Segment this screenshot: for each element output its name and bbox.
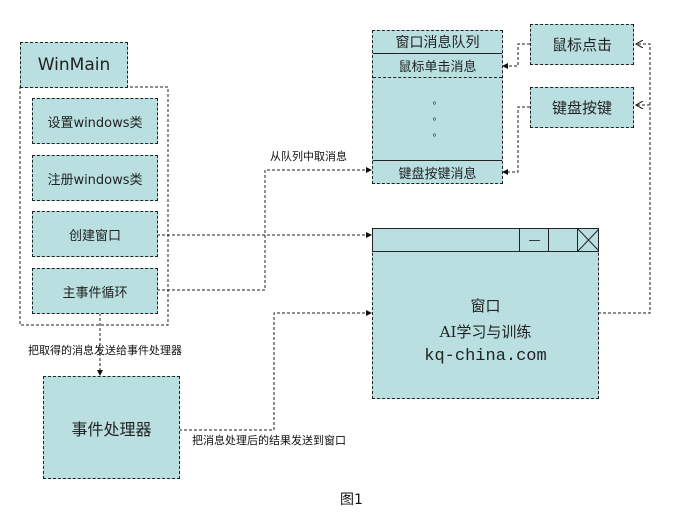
close-icon — [578, 229, 599, 251]
queue-item-mouse: 鼠标单击消息 — [373, 54, 502, 78]
minimize-button[interactable]: — — [519, 229, 549, 251]
label-result: 把消息处理后的结果发送到窗口 — [192, 434, 346, 447]
queue-item-keyboard: 键盘按键消息 — [373, 160, 502, 184]
edge-keyboard-to-queue — [502, 106, 530, 175]
step-main-loop: 主事件循环 — [32, 268, 158, 314]
window-site: kq-china.com — [424, 347, 547, 366]
window-titlebar: — — [372, 228, 599, 252]
step-set-class: 设置windows类 — [32, 98, 158, 144]
edge-mouse-to-queue — [502, 43, 530, 69]
close-button[interactable] — [577, 229, 599, 251]
edge-result — [179, 310, 372, 431]
queue-title: 窗口消息队列 — [373, 31, 502, 54]
window-subtitle: AI学习与训练 — [439, 323, 532, 341]
maximize-button[interactable] — [548, 229, 578, 251]
step-create-window: 创建窗口 — [32, 211, 158, 257]
queue-ellipsis: 。 — [432, 95, 443, 107]
winmain-title: WinMain — [20, 42, 128, 88]
queue-ellipsis: 。 — [432, 127, 443, 139]
label-dispatch: 把取得的消息发送给事件处理器 — [28, 344, 182, 357]
source-mouse-click: 鼠标点击 — [530, 24, 634, 65]
winmain-container — [19, 86, 169, 326]
source-keyboard: 键盘按键 — [530, 87, 634, 128]
event-handler: 事件处理器 — [43, 376, 180, 479]
message-queue: 窗口消息队列 鼠标单击消息 。 。 。 键盘按键消息 — [372, 30, 503, 184]
app-window: — 窗口 AI学习与训练 kq-china.com — [372, 228, 599, 399]
step-register-class: 注册windows类 — [32, 155, 158, 201]
figure-caption: 图1 — [340, 492, 363, 508]
edge-fetch-message — [157, 167, 372, 291]
queue-ellipsis: 。 — [432, 111, 443, 123]
edge-window-to-mouse — [598, 44, 651, 314]
label-fetch-message: 从队列中取消息 — [270, 150, 347, 163]
window-title: 窗口 — [470, 297, 501, 315]
